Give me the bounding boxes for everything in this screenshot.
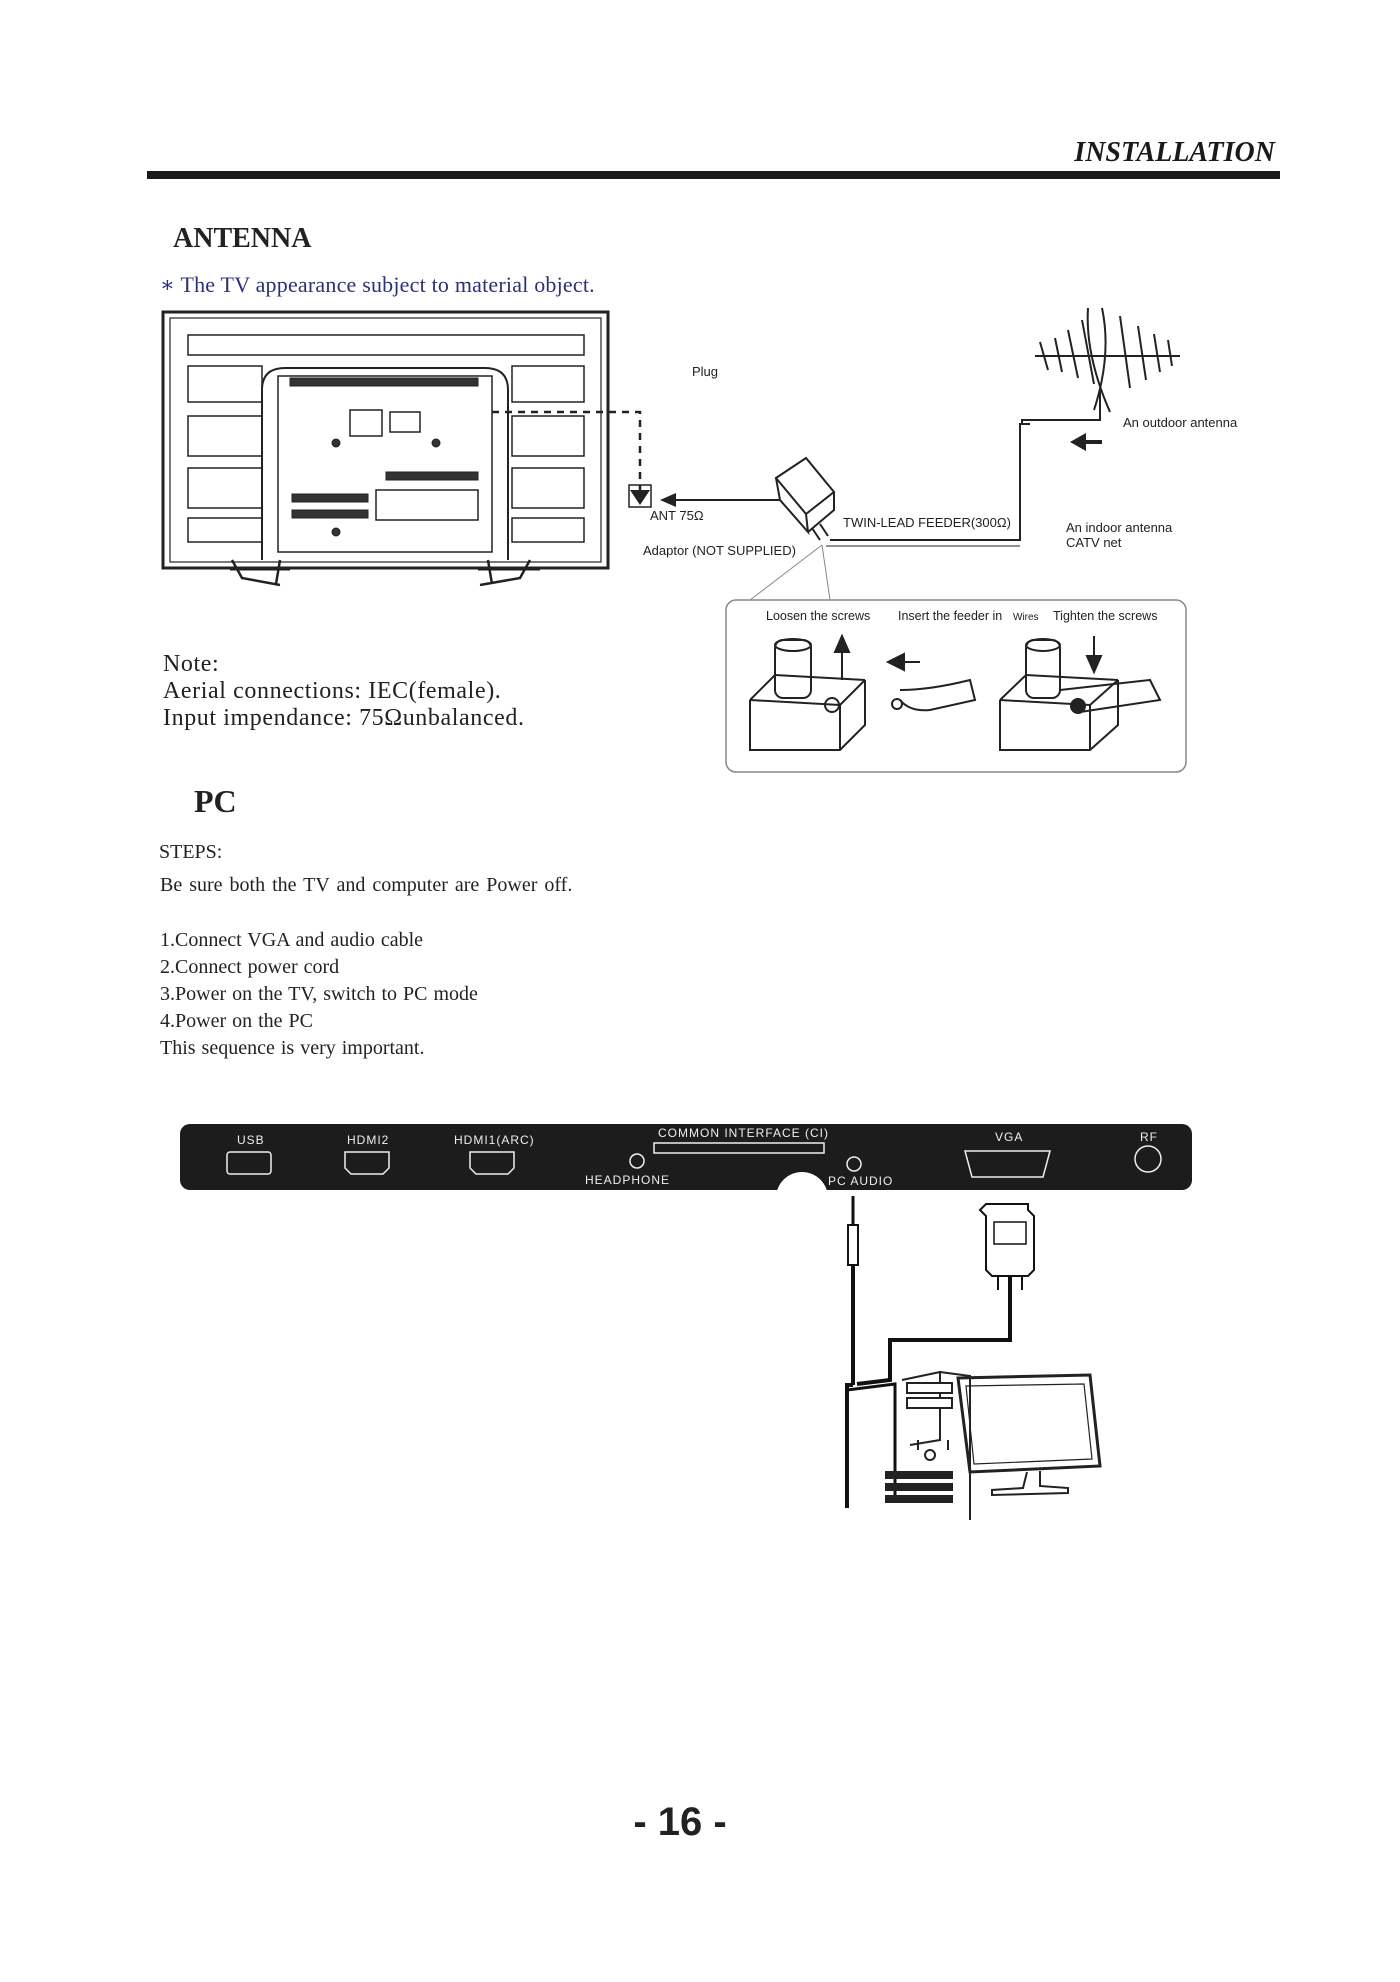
vga-port-label: VGA <box>995 1130 1023 1144</box>
plug-label: Plug <box>692 364 718 379</box>
wires-label: Wires <box>1013 612 1039 623</box>
catv-label: CATV net <box>1066 535 1122 550</box>
step-item: 2.Connect power cord <box>160 956 340 978</box>
steps-list: 1.Connect VGA and audio cable 2.Connect … <box>160 927 478 1062</box>
aerial-note: Note: Aerial connections: IEC(female). I… <box>163 651 525 732</box>
tv-rear-illustration <box>161 310 610 587</box>
steps-label: STEPS: <box>159 841 223 863</box>
tighten-label: Tighten the screws <box>1053 609 1157 623</box>
antenna-heading: ANTENNA <box>173 223 312 254</box>
page-number: - 16 - <box>633 1800 727 1844</box>
note-line-2: Input impendance: 75Ωunbalanced. <box>163 705 525 731</box>
pc-heading: PC <box>194 783 237 819</box>
computer-illustration <box>885 1370 1102 1520</box>
indoor-antenna-label: An indoor antenna <box>1066 520 1173 535</box>
headphone-port-label: HEADPHONE <box>585 1173 670 1187</box>
note-title: Note: <box>163 651 220 677</box>
twin-lead-label: TWIN-LEAD FEEDER(300Ω) <box>843 515 1011 530</box>
pc-connection-diagram: USB HDMI2 HDMI1(ARC) COMMON INTERFACE (C… <box>180 1124 1192 1520</box>
step-item: 1.Connect VGA and audio cable <box>160 929 424 951</box>
section-title: INSTALLATION <box>1074 137 1275 168</box>
loosen-label: Loosen the screws <box>766 609 870 623</box>
hdmi2-port-label: HDMI2 <box>347 1133 389 1147</box>
adaptor-label: Adaptor (NOT SUPPLIED) <box>643 543 796 558</box>
steps-intro: Be sure both the TV and computer are Pow… <box>160 874 573 896</box>
pc-audio-port-label: PC AUDIO <box>828 1174 893 1188</box>
antenna-diagram: Plug An outdoor antenna ANT 75Ω Adaptor … <box>161 307 1238 773</box>
hdmi1-port-label: HDMI1(ARC) <box>454 1133 535 1147</box>
header-rule <box>147 171 1280 179</box>
insert-label: Insert the feeder in <box>898 609 1002 623</box>
step-item: This sequence is very important. <box>160 1037 425 1059</box>
usb-port-label: USB <box>237 1133 265 1147</box>
step-item: 4.Power on the PC <box>160 1010 313 1032</box>
outdoor-antenna-illustration <box>1021 307 1180 424</box>
note-line-1: Aerial connections: IEC(female). <box>163 678 502 704</box>
adaptor-illustration <box>774 456 836 541</box>
rf-port-label: RF <box>1140 1130 1158 1144</box>
outdoor-antenna-label: An outdoor antenna <box>1123 415 1238 430</box>
appearance-note: ∗ The TV appearance subject to material … <box>160 272 595 297</box>
step-item: 3.Power on the TV, switch to PC mode <box>160 983 478 1005</box>
feeder-steps-inset <box>725 599 1187 773</box>
ant-label: ANT 75Ω <box>650 508 704 523</box>
ci-slot-label: COMMON INTERFACE (CI) <box>658 1126 829 1140</box>
